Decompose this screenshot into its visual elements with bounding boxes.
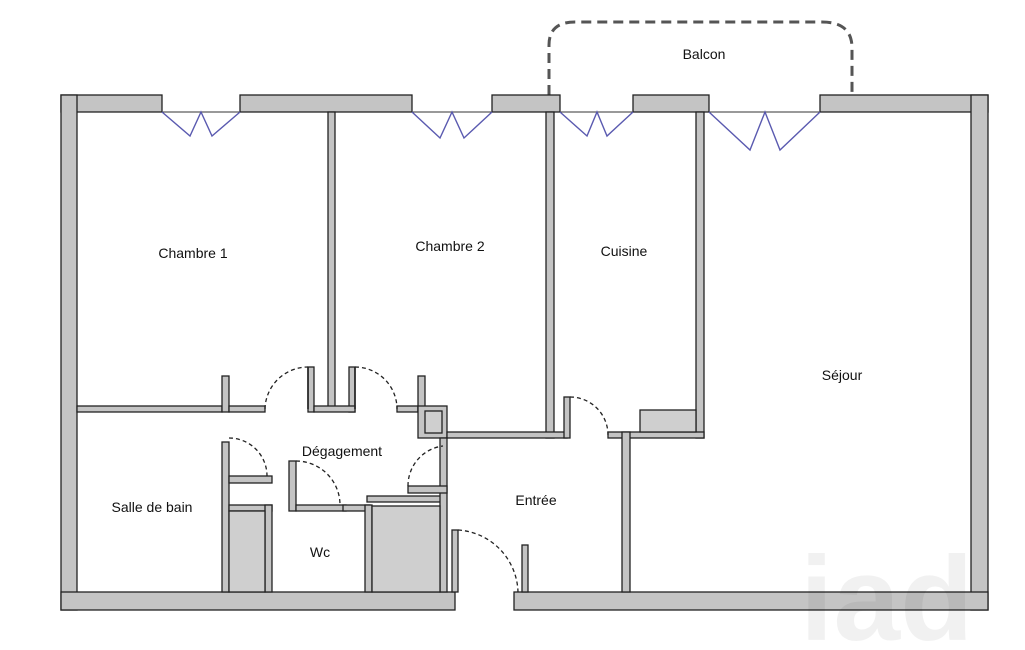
wall-ch2-door-jamb	[348, 366, 356, 413]
wall-wc-right	[364, 504, 373, 593]
wall-deg-right-stub	[407, 485, 448, 494]
wall-left	[60, 94, 78, 611]
fixtures	[228, 409, 697, 593]
wall-entry-top	[446, 431, 568, 439]
wall-bottom-1	[60, 591, 456, 611]
pillar-small	[424, 410, 443, 434]
wall-entry-door-jamb	[451, 529, 459, 593]
wall-top-3	[491, 94, 561, 113]
balcony-outline	[547, 20, 854, 95]
label-chambre2: Chambre 2	[415, 238, 484, 254]
interior-walls	[76, 111, 705, 593]
wall-sdb-right	[221, 441, 230, 593]
wall-ch2-bottom-right	[396, 405, 419, 413]
wall-entry-left	[439, 437, 448, 593]
window-cuisine	[559, 110, 634, 138]
duct-sdb	[228, 510, 266, 593]
duct-wc-right	[371, 505, 441, 593]
wall-sdb-shelf	[228, 475, 273, 484]
wall-entry-right-jamb	[521, 544, 529, 593]
watermark-logo: iad	[800, 532, 973, 650]
wall-ch1-bottom-right	[228, 405, 266, 413]
door-swing-cuisine	[569, 396, 609, 436]
wall-top-2	[239, 94, 413, 113]
door-swing-sdb	[228, 437, 268, 477]
room-labels: Balcon Chambre 1 Chambre 2 Cuisine Séjou…	[112, 46, 863, 560]
door-swing-wc	[295, 460, 341, 506]
wall-wc-top	[295, 504, 347, 512]
label-entree: Entrée	[515, 492, 556, 508]
wall-cuisine-door-jamb	[563, 396, 571, 439]
wall-ch1-ch2	[327, 111, 336, 411]
wall-top-5	[819, 94, 989, 113]
wall-wc-left-stub	[288, 460, 297, 512]
wall-cuisine-sejour	[695, 111, 705, 439]
door-swing-chambre1	[264, 366, 309, 410]
wall-ch1-stub	[221, 375, 230, 413]
wall-sejour-left	[621, 431, 631, 593]
label-cuisine: Cuisine	[601, 243, 648, 259]
window-chambre2	[411, 110, 493, 140]
label-sejour: Séjour	[822, 367, 863, 383]
wall-ch1-bottom-left	[76, 405, 223, 413]
door-swing-degagement	[407, 445, 444, 487]
label-degagement: Dégagement	[302, 443, 382, 459]
wall-service-right	[366, 495, 444, 503]
cupboard-kitchen	[639, 409, 697, 433]
wall-bottom-2	[513, 591, 989, 611]
wall-right	[970, 94, 989, 611]
label-balcon: Balcon	[683, 46, 726, 62]
window-sejour	[708, 110, 821, 152]
window-chambre1	[161, 110, 241, 138]
label-chambre1: Chambre 1	[158, 245, 227, 261]
wall-top-4	[632, 94, 710, 113]
windows	[161, 110, 821, 152]
label-wc: Wc	[310, 544, 330, 560]
label-salle-de-bain: Salle de bain	[112, 499, 193, 515]
door-swing-entree	[457, 529, 519, 593]
wall-wc-left	[264, 504, 273, 593]
wall-ch2-bottom	[313, 405, 356, 413]
wall-ch2-cuisine	[545, 111, 555, 439]
wall-ch1-door-jamb	[307, 366, 315, 413]
door-swings	[228, 366, 609, 593]
outer-walls	[60, 94, 989, 611]
door-swing-chambre2	[354, 366, 398, 410]
